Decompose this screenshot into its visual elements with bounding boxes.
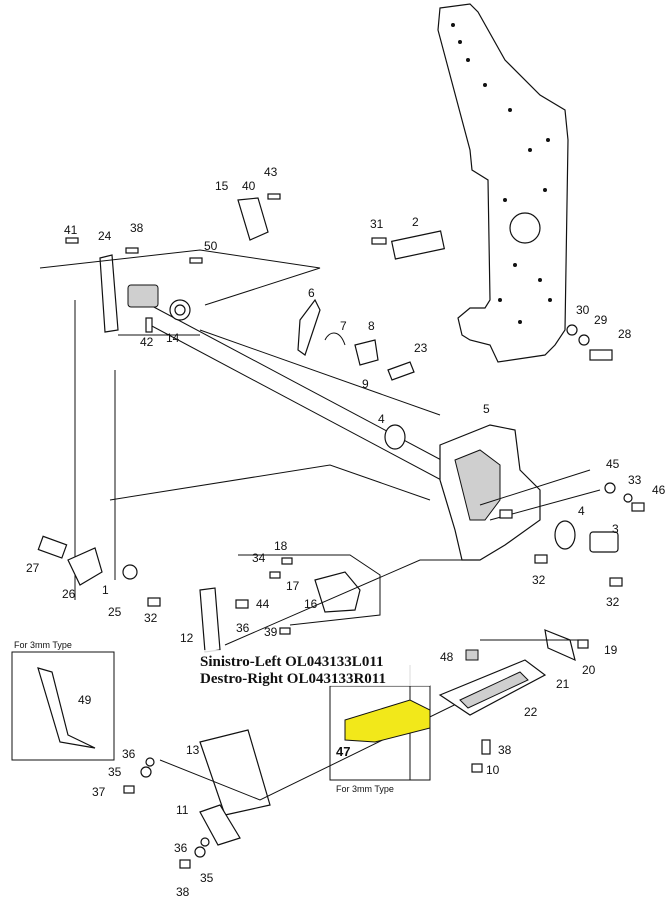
- callout-43: 43: [264, 165, 278, 179]
- callout-23: 23: [414, 341, 428, 355]
- callout-4: 4: [378, 412, 385, 426]
- callout-35: 35: [200, 871, 214, 885]
- callout-16: 16: [304, 597, 318, 611]
- callout-11: 11: [176, 803, 189, 817]
- callout-36: 36: [174, 841, 188, 855]
- callout-14: 14: [166, 331, 180, 345]
- callout-5: 5: [483, 402, 490, 416]
- reference-right: Destro-Right OL043133R011: [200, 671, 386, 687]
- callout-44: 44: [256, 597, 270, 611]
- callout-39: 39: [264, 625, 278, 639]
- callout-48: 48: [440, 650, 454, 664]
- callout-17: 17: [286, 579, 300, 593]
- callout-32: 32: [606, 595, 620, 609]
- callout-24: 24: [98, 229, 112, 243]
- callout-37: 37: [92, 785, 106, 799]
- callout-29: 29: [594, 313, 608, 327]
- callout-9: 9: [362, 377, 369, 391]
- callout-40: 40: [242, 179, 256, 193]
- callout-10: 10: [486, 763, 500, 777]
- callout-2: 2: [412, 215, 419, 229]
- shafts: [74, 300, 461, 600]
- callout-50: 50: [204, 239, 218, 253]
- inset-left-title: For 3mm Type: [14, 640, 72, 650]
- callout-7: 7: [340, 319, 347, 333]
- callout-34: 34: [252, 551, 266, 565]
- callout-38: 38: [130, 221, 144, 235]
- callout-33: 33: [628, 473, 642, 487]
- inset-bottom-title: For 3mm Type: [336, 784, 394, 794]
- reference-left: Sinistro-Left OL043133L011: [200, 654, 384, 670]
- callout-42: 42: [140, 335, 154, 349]
- callout-49: 49: [78, 693, 92, 707]
- inset-left-frame: [11, 651, 115, 761]
- callout-4: 4: [578, 504, 585, 518]
- callout-36: 36: [122, 747, 136, 761]
- callout-1: 1: [102, 583, 109, 597]
- callout-28: 28: [618, 327, 632, 341]
- callout-8: 8: [368, 319, 375, 333]
- central-bracket: [439, 424, 601, 561]
- callout-36: 36: [236, 621, 250, 635]
- callout-19: 19: [604, 643, 618, 657]
- callout-47: 47: [336, 744, 350, 759]
- screws: [65, 193, 645, 869]
- callout-32: 32: [532, 573, 546, 587]
- callout-38: 38: [176, 885, 190, 899]
- callout-15: 15: [215, 179, 229, 193]
- callout-18: 18: [274, 539, 288, 553]
- callout-30: 30: [576, 303, 590, 317]
- callouts: 1 2 3 4 4 5 6 7 8 9 10 11 12 13 14 15 16…: [26, 165, 666, 899]
- side-plate: [437, 3, 569, 363]
- callout-22: 22: [524, 705, 538, 719]
- callout-6: 6: [308, 286, 315, 300]
- callout-20: 20: [582, 663, 596, 677]
- callout-3: 3: [612, 522, 619, 536]
- callout-13: 13: [186, 743, 200, 757]
- callout-31: 31: [370, 217, 384, 231]
- callout-41: 41: [64, 223, 78, 237]
- callout-25: 25: [108, 605, 122, 619]
- callout-38: 38: [498, 743, 512, 757]
- callout-35: 35: [108, 765, 122, 779]
- callout-21: 21: [556, 677, 570, 691]
- callout-12: 12: [180, 631, 194, 645]
- callout-26: 26: [62, 587, 76, 601]
- callout-27: 27: [26, 561, 40, 575]
- callout-45: 45: [606, 457, 620, 471]
- highlighted-part-47: [344, 699, 431, 743]
- callout-32: 32: [144, 611, 158, 625]
- callout-46: 46: [652, 483, 666, 497]
